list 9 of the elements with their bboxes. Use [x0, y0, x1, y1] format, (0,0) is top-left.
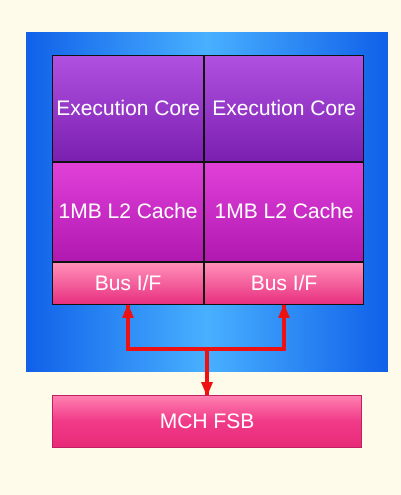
- fsb-box: MCH FSB: [52, 395, 362, 448]
- core-box: Execution Core: [204, 55, 364, 162]
- cache-box: 1MB L2 Cache: [204, 162, 364, 262]
- cache-box: 1MB L2 Cache: [52, 162, 204, 262]
- core-box: Execution Core: [52, 55, 204, 162]
- bus-interface-box: Bus I/F: [52, 262, 204, 305]
- chip-panel: [26, 32, 388, 372]
- bus-interface-box: Bus I/F: [204, 262, 364, 305]
- arrow: [201, 304, 290, 396]
